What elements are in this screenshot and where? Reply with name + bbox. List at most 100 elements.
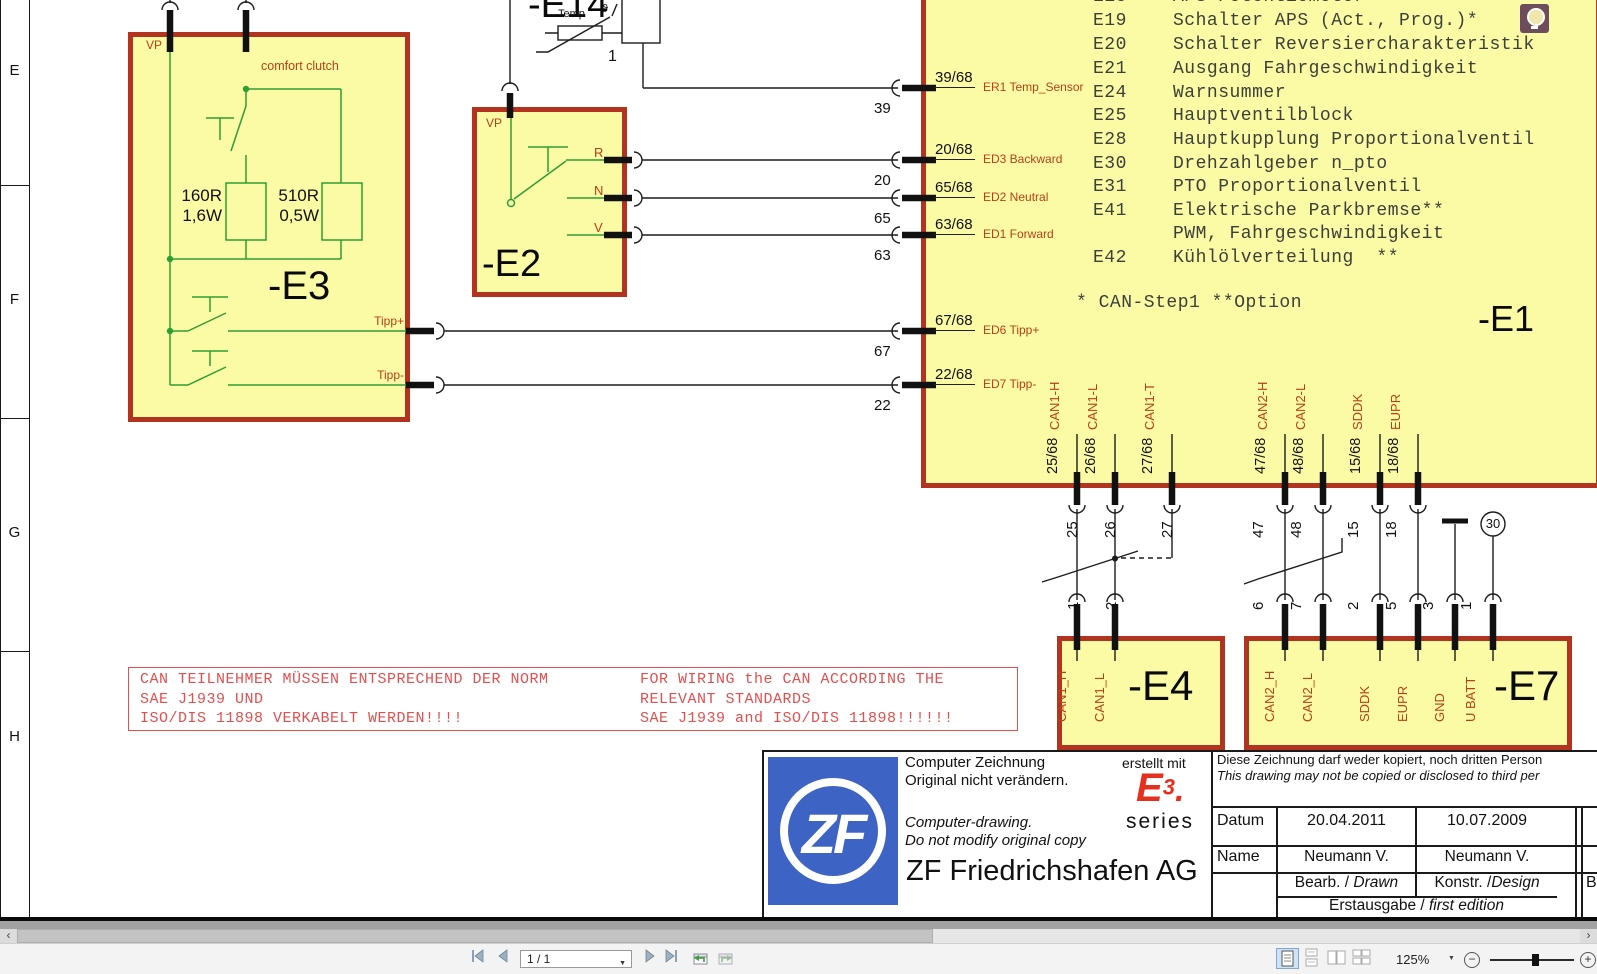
edition-de: Erstausgabe / bbox=[1329, 897, 1425, 914]
warning-en-line1: FOR WIRING the CAN ACCORDING THE bbox=[640, 671, 945, 688]
e3-resistor1-power: 1,6W bbox=[182, 206, 222, 225]
e1-bottom-signal: CAN1-T bbox=[1142, 383, 1157, 430]
e3-resistor2-value: 510R bbox=[278, 186, 319, 205]
scrollbar-thumb[interactable] bbox=[17, 929, 933, 943]
datum-drawn: 20.04.2011 bbox=[1307, 812, 1386, 829]
e1-pin-label: 65/68 bbox=[934, 179, 975, 198]
single-page-layout-button[interactable] bbox=[1276, 948, 1299, 969]
zone-label-e: E bbox=[9, 62, 20, 79]
datum-label: Datum bbox=[1217, 812, 1265, 829]
datum-design: 10.07.2009 bbox=[1446, 812, 1528, 829]
canvas-gap-strip bbox=[0, 921, 1597, 929]
wire-number: 47 bbox=[1250, 521, 1267, 538]
e1-bottom-signal: CAN2-L bbox=[1293, 383, 1308, 430]
previous-page-button[interactable] bbox=[496, 949, 510, 968]
two-page-continuous-layout-button[interactable] bbox=[1351, 948, 1374, 969]
dest-pin-number: 2 bbox=[1345, 601, 1362, 610]
dest-pin-number: 6 bbox=[1250, 601, 1267, 610]
zone-divider-fg bbox=[0, 418, 30, 419]
e1-list-desc: Schalter APS (Act., Prog.)* bbox=[1173, 11, 1479, 31]
cut-column-letter: B bbox=[1586, 874, 1597, 891]
e1-list-desc: PWM, Fahrgeschwindigkeit bbox=[1173, 224, 1445, 244]
zoom-out-button[interactable]: − bbox=[1464, 952, 1480, 968]
horizontal-scrollbar[interactable]: ‹ › bbox=[0, 929, 1597, 943]
e3series-logo-e: E bbox=[1136, 766, 1163, 810]
e1-list-desc: Elektrische Parkbremse** bbox=[1173, 201, 1445, 221]
terminal-30-label: 30 bbox=[1485, 516, 1501, 531]
e1-list-desc: Schalter Reversiercharakteristik bbox=[1173, 35, 1535, 55]
titleblock-top-border bbox=[762, 750, 1597, 752]
continuous-layout-button[interactable] bbox=[1301, 948, 1324, 969]
tb-en-line1: Computer-drawing. bbox=[905, 814, 1033, 831]
e3-resistor1-value: 160R bbox=[181, 186, 222, 205]
tb-de-line1: Computer Zeichnung bbox=[905, 754, 1046, 771]
e3series-label: series bbox=[1126, 810, 1195, 833]
wire-number: 18 bbox=[1383, 521, 1400, 538]
e7-pin-label: CAN2_H bbox=[1262, 670, 1277, 722]
warning-en-line3: SAE J1939 and ISO/DIS 11898!!!!!! bbox=[640, 710, 954, 727]
next-view-button[interactable] bbox=[716, 949, 736, 971]
col-header-design-en: Design bbox=[1491, 874, 1540, 891]
e14-designator: -E14 bbox=[528, 0, 609, 26]
last-page-button[interactable] bbox=[663, 949, 679, 968]
e1-pin-label: 20/68 bbox=[934, 141, 975, 160]
e1-pin-label: 22/68 bbox=[934, 366, 975, 385]
wire-number: 25 bbox=[1064, 521, 1081, 538]
e1-list-desc: Drehzahlgeber n_pto bbox=[1173, 154, 1388, 174]
e1-list-desc: Hauptventilblock bbox=[1173, 106, 1354, 126]
e1-pin-signal: ED6 Tipp+ bbox=[983, 323, 1040, 337]
col-header-drawn: Bearb. / Drawn bbox=[1278, 874, 1415, 892]
e2-pin-r-label: R bbox=[594, 145, 604, 160]
page-number-input[interactable]: 1 / 1 ▼ bbox=[520, 950, 632, 968]
tb-grid-line bbox=[1211, 845, 1597, 847]
col-header-design: Konstr. /Design bbox=[1417, 874, 1557, 892]
wire-number: 20 bbox=[874, 172, 891, 189]
zoom-slider-handle[interactable] bbox=[1532, 954, 1539, 966]
next-page-button[interactable] bbox=[643, 949, 657, 968]
e1-list-code: E18 bbox=[1093, 0, 1127, 7]
wire-number: 65 bbox=[874, 210, 891, 227]
dest-pin-number-gnd: 3 bbox=[1420, 601, 1437, 610]
e1-bottom-pin: 26/68 bbox=[1083, 437, 1099, 474]
e1-list-desc: Hauptkupplung Proportionalventil bbox=[1173, 130, 1535, 150]
e1-pin-signal: ED1 Forward bbox=[983, 227, 1054, 241]
e2-pin-v-label: V bbox=[594, 220, 603, 235]
e1-list-code: E21 bbox=[1093, 59, 1127, 79]
tb-grid-line bbox=[1575, 806, 1577, 917]
lightbulb-base bbox=[1531, 26, 1538, 29]
tb-grid-line bbox=[1581, 806, 1583, 917]
e1-bottom-pin: 18/68 bbox=[1386, 437, 1402, 474]
dest-pin-number: 1 bbox=[1065, 601, 1082, 610]
warning-de-line2: SAE J1939 UND bbox=[140, 691, 264, 708]
zoom-in-button[interactable]: + bbox=[1580, 952, 1596, 968]
col-header-drawn-en: Drawn bbox=[1353, 874, 1399, 891]
e1-pin-signal: ER1 Temp_Sensor bbox=[983, 80, 1084, 94]
e14-temp-label: Temp bbox=[558, 8, 585, 20]
e1-bottom-signal: EUPR bbox=[1388, 393, 1403, 430]
annotation-note-icon[interactable] bbox=[1520, 4, 1549, 33]
page-dropdown-icon[interactable]: ▼ bbox=[619, 960, 626, 967]
warning-en-line2: RELEVANT STANDARDS bbox=[640, 691, 812, 708]
zone-label-g: G bbox=[8, 524, 21, 541]
e3-caption: comfort clutch bbox=[261, 59, 339, 73]
e7-pin-label: CAN2_L bbox=[1300, 672, 1315, 722]
dest-pin-number: 5 bbox=[1383, 601, 1400, 610]
e1-list-code: E20 bbox=[1093, 35, 1127, 55]
e1-pin-signal: ED2 Neutral bbox=[983, 190, 1049, 204]
scroll-right-button[interactable]: › bbox=[1580, 929, 1597, 943]
two-page-layout-button[interactable] bbox=[1326, 948, 1349, 969]
edition-row: Erstausgabe / first edition bbox=[1276, 897, 1557, 915]
e4-designator: -E4 bbox=[1128, 662, 1194, 709]
wire-number: 22 bbox=[874, 397, 891, 414]
sheet-bottom-border bbox=[0, 917, 1597, 921]
previous-view-button[interactable] bbox=[690, 949, 710, 971]
e1-pin-signal: ED7 Tipp- bbox=[983, 377, 1037, 391]
zf-logo: ZF bbox=[768, 757, 898, 905]
zoom-dropdown-icon[interactable]: ▼ bbox=[1448, 955, 1455, 962]
tb-grid-line bbox=[1276, 896, 1557, 898]
zf-logo-letters: ZF bbox=[801, 802, 867, 865]
e1-pin-signal: ED3 Backward bbox=[983, 152, 1063, 166]
first-page-button[interactable] bbox=[470, 949, 486, 968]
scroll-left-button[interactable]: ‹ bbox=[0, 929, 17, 943]
e1-bottom-signal: CAN2-H bbox=[1255, 381, 1270, 430]
